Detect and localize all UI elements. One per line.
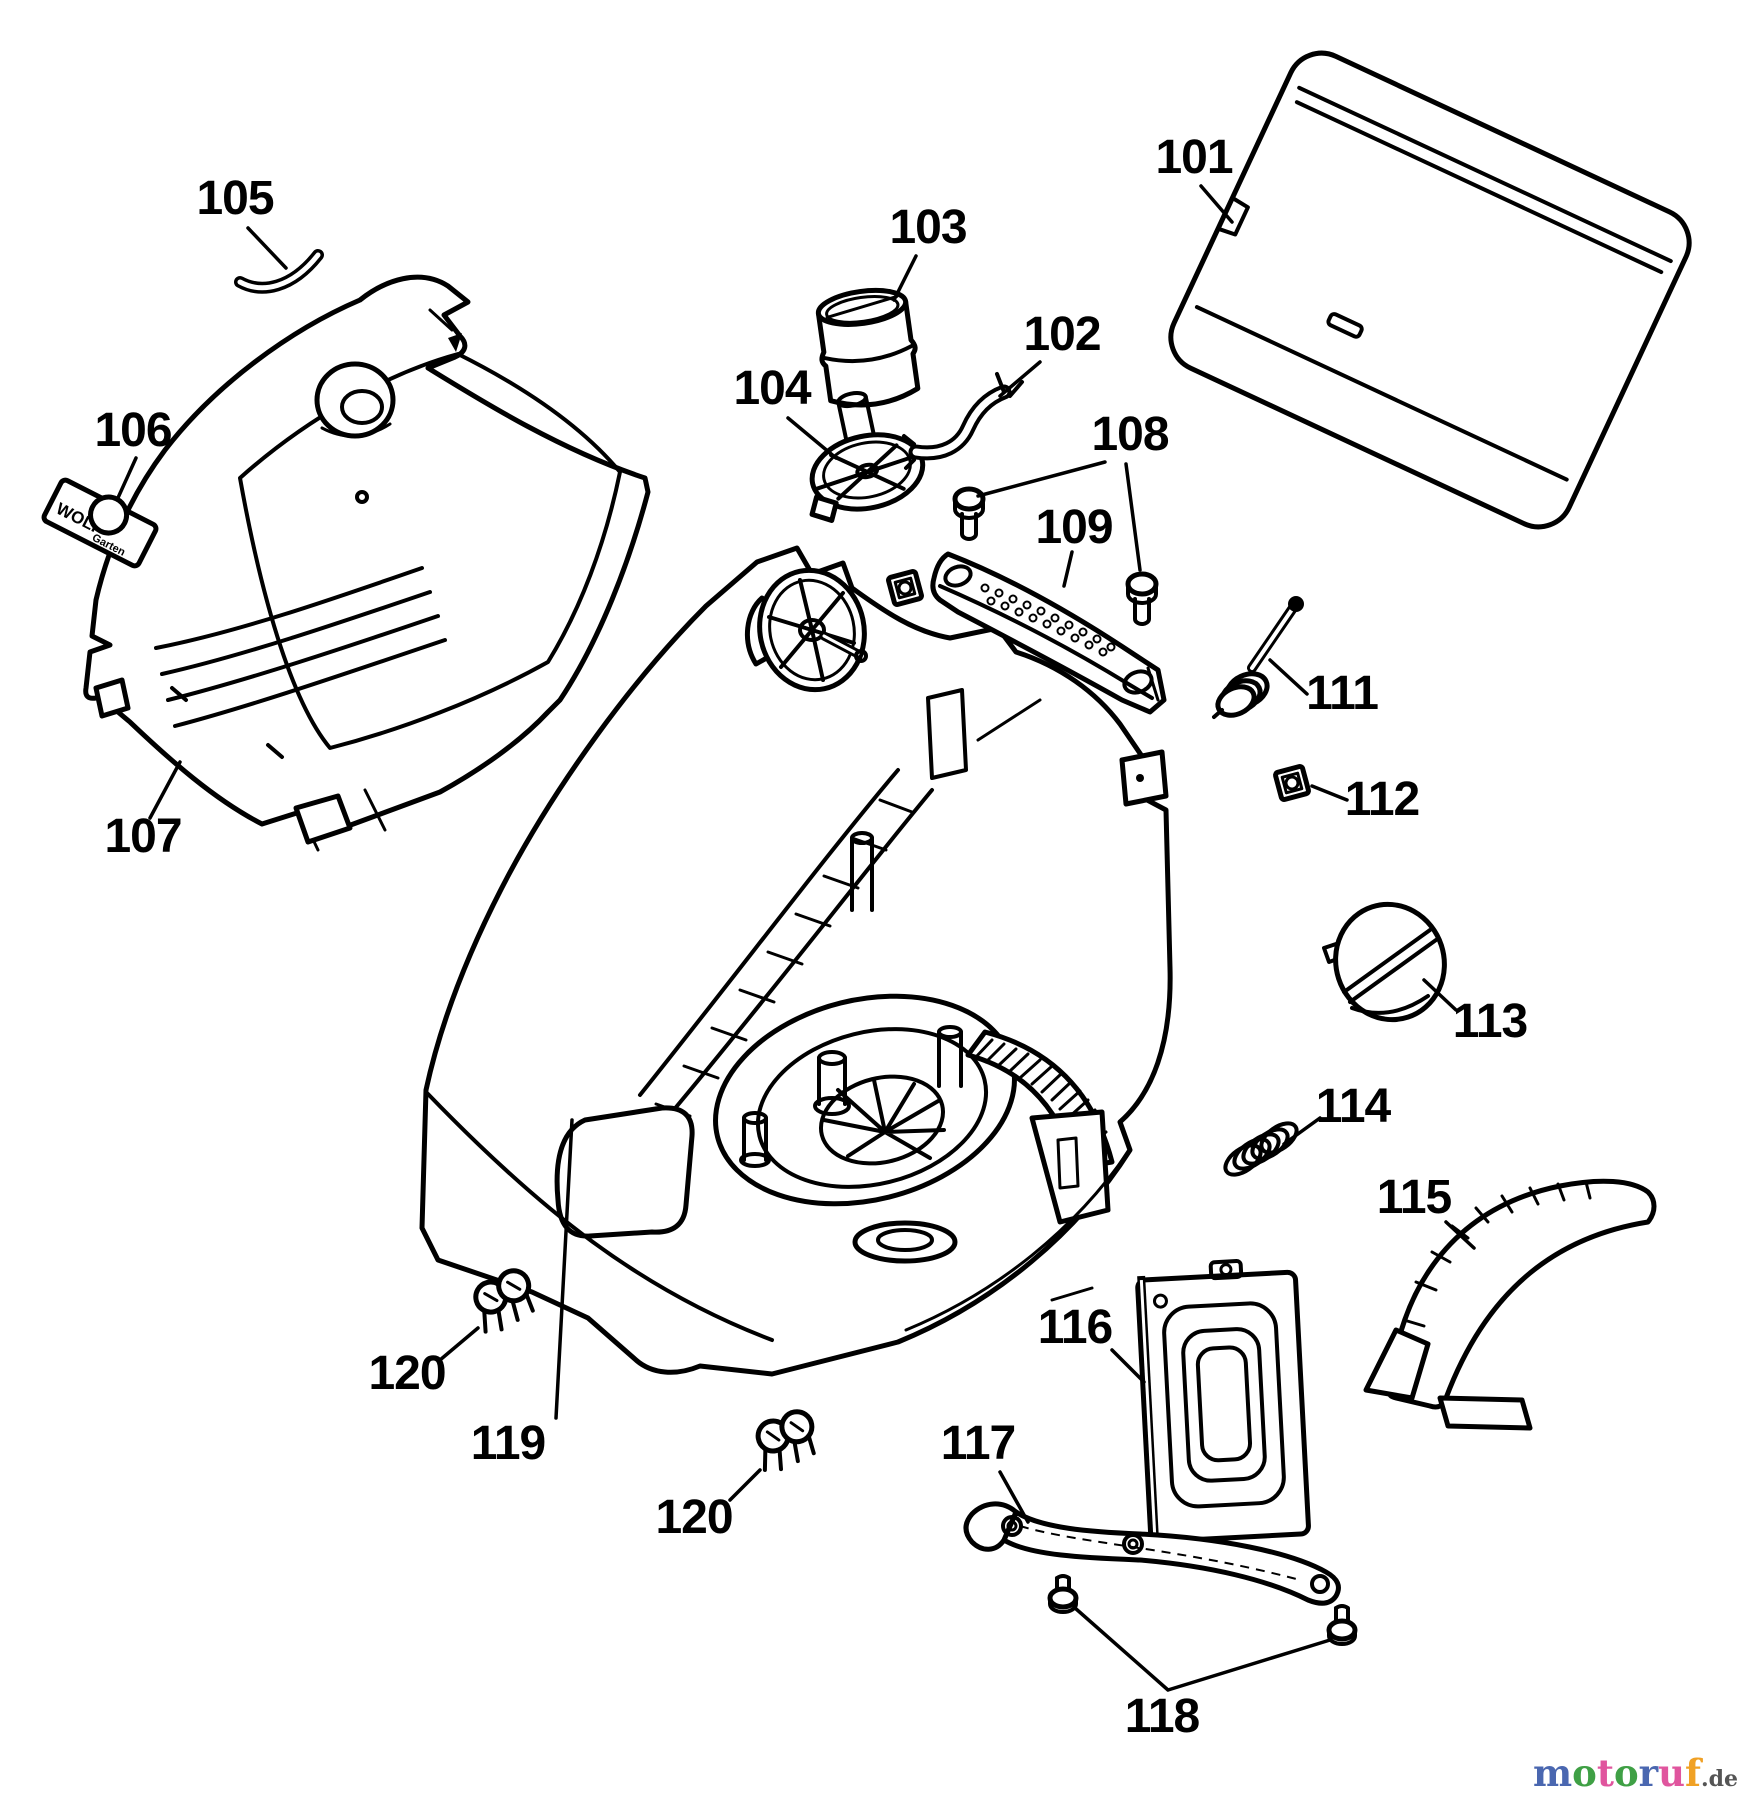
square-nut-drawing	[886, 569, 924, 607]
leader-lines	[115, 184, 1476, 1692]
deck-stud	[937, 1025, 963, 1088]
deck-stud	[813, 1050, 851, 1116]
part-label-116: 116	[1038, 1301, 1112, 1354]
blade-adapter-drawing	[809, 391, 926, 523]
deflector-panel-drawing	[1168, 50, 1692, 530]
part-labels: 105 101 103 104 102 106 108 109 111 112 …	[94, 131, 1528, 1743]
screw-drawing	[1047, 1574, 1079, 1614]
part-label-111: 111	[1306, 667, 1378, 720]
height-indicator-drawing	[1363, 1178, 1657, 1431]
part-label-114: 114	[1316, 1080, 1392, 1133]
part-label-118: 118	[1125, 1690, 1200, 1743]
part-label-104: 104	[733, 362, 811, 415]
deck-post	[850, 831, 874, 912]
motoruf-logo: motoruf.de	[1533, 1751, 1738, 1795]
logo-suffix: .de	[1701, 1766, 1738, 1792]
square-nut-drawing	[1273, 764, 1311, 802]
part-label-120b: 120	[655, 1491, 732, 1544]
part-label-105: 105	[196, 172, 273, 225]
cable-clip-drawing	[473, 1268, 535, 1334]
hood-cover-drawing	[83, 274, 651, 852]
screw-drawing	[952, 486, 986, 541]
spring-pin-drawing	[1223, 1121, 1299, 1177]
mulch-plug-drawing	[815, 287, 921, 408]
part-label-120: 120	[368, 1347, 445, 1400]
lever-drawing	[902, 372, 1024, 470]
part-label-103: 103	[889, 201, 966, 254]
deck-stud	[739, 1111, 771, 1168]
part-label-112: 112	[1345, 773, 1419, 826]
cable-clip-drawing	[755, 1409, 816, 1472]
part-label-115: 115	[1377, 1171, 1452, 1224]
impeller-wheel-drawing	[744, 567, 868, 693]
part-label-108: 108	[1091, 408, 1168, 461]
part-label-106: 106	[94, 404, 171, 457]
screw-drawing	[1326, 1604, 1358, 1646]
scraper-strip-drawing	[963, 1501, 1341, 1606]
part-label-117: 117	[941, 1417, 1015, 1470]
part-label-109: 109	[1035, 501, 1112, 554]
screw-drawing	[1125, 571, 1159, 626]
part-label-102: 102	[1023, 308, 1100, 361]
carry-handle-drawing	[930, 551, 1167, 715]
rear-plate-drawing	[1135, 1259, 1311, 1552]
part-label-101: 101	[1155, 131, 1232, 184]
brand-badge-drawing: WOLF Garten	[41, 477, 159, 569]
torsion-spring-drawing	[1212, 596, 1304, 719]
part-label-119: 119	[471, 1417, 545, 1470]
trim-strip-drawing	[234, 249, 324, 294]
part-label-113: 113	[1453, 995, 1527, 1048]
mower-deck-drawing	[419, 545, 1173, 1377]
knob-cap-drawing	[1322, 901, 1447, 1023]
part-label-107: 107	[104, 810, 181, 863]
